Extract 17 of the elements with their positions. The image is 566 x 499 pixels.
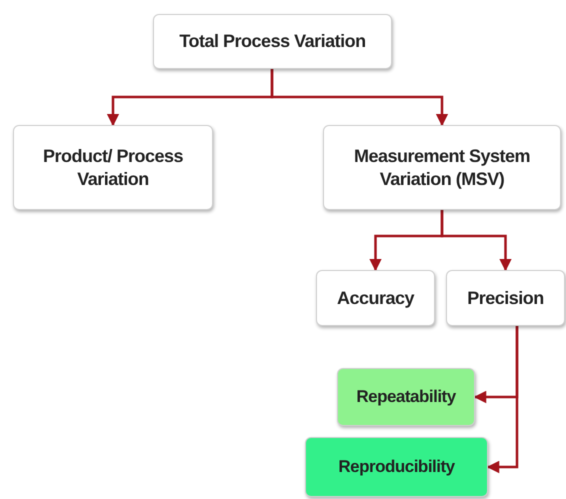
arrow xyxy=(270,69,448,126)
arrow xyxy=(486,326,518,474)
process-box xyxy=(316,270,435,326)
process-box xyxy=(337,368,475,426)
box-label: Repeatability xyxy=(356,386,456,408)
box-label: Total Process Variation xyxy=(179,30,366,53)
process-box xyxy=(446,270,565,326)
box-label: Reproducibility xyxy=(338,456,455,478)
box-label: Measurement System Variation (MSV) xyxy=(352,145,532,190)
box-label: Accuracy xyxy=(336,286,414,310)
box-label: Precision xyxy=(467,286,544,310)
arrow xyxy=(440,210,512,272)
box-label: Product/ Process Variation xyxy=(42,145,184,190)
process-box xyxy=(323,125,561,210)
process-box xyxy=(13,125,213,210)
process-box xyxy=(153,14,392,69)
process-box xyxy=(305,437,488,497)
